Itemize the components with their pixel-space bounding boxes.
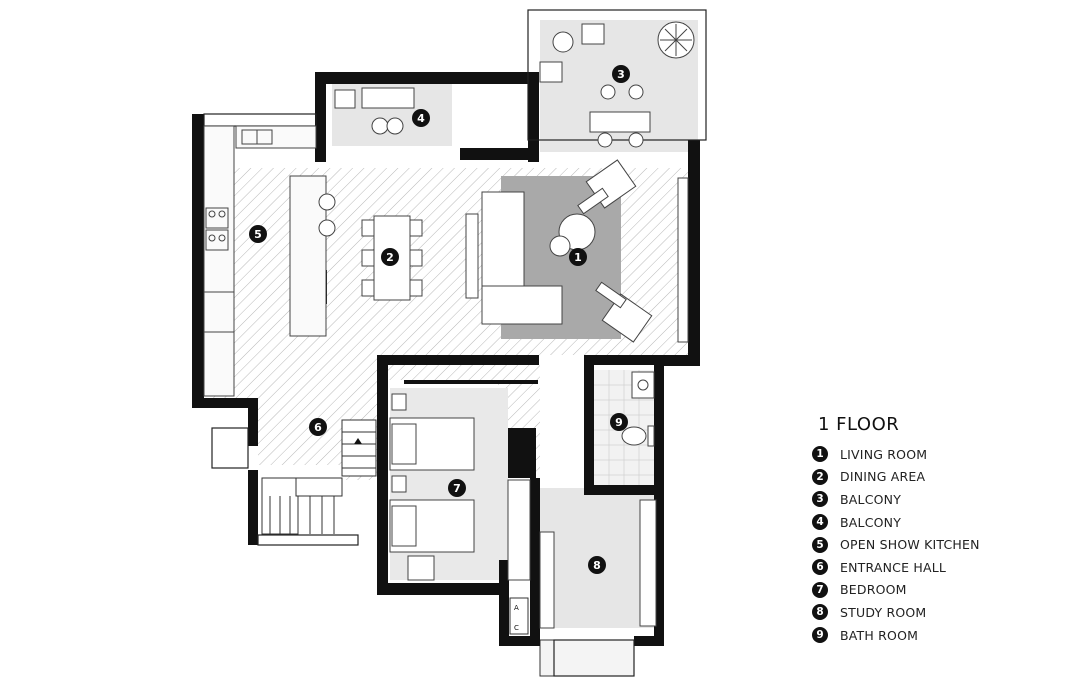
fixture-letter-a: A <box>514 604 519 612</box>
legend-item: 7 BEDROOM <box>812 579 1052 602</box>
legend-label: DINING AREA <box>840 469 926 485</box>
legend-label: ENTRANCE HALL <box>840 559 947 575</box>
svg-text:9: 9 <box>615 416 623 429</box>
toilet-icon <box>621 425 655 447</box>
svg-text:3: 3 <box>617 68 625 81</box>
room-marker-8: 8 <box>588 556 606 574</box>
study-furniture <box>539 499 657 629</box>
room-marker-3: 3 <box>612 65 630 83</box>
svg-text:5: 5 <box>254 228 262 241</box>
balcony-3-furniture <box>539 23 651 148</box>
svg-text:1: 1 <box>574 251 582 264</box>
legend-item: 6 ENTRANCE HALL <box>812 556 1052 579</box>
svg-text:2: 2 <box>386 251 394 264</box>
legend-number-badge: 1 <box>812 446 828 463</box>
walls <box>192 72 700 646</box>
legend-number-badge: 9 <box>812 627 828 644</box>
washbasin-icon <box>631 371 655 399</box>
coffee-table <box>549 213 596 257</box>
sink-icon <box>241 129 273 145</box>
room-marker-6: 6 <box>309 418 327 436</box>
svg-text:7: 7 <box>453 482 461 495</box>
legend-number-badge: 2 <box>812 468 828 485</box>
legend-label: BEDROOM <box>840 582 907 598</box>
appliance-closet <box>509 597 529 635</box>
svg-text:6: 6 <box>314 421 322 434</box>
outline-walls <box>203 9 707 677</box>
room-marker-4: 4 <box>412 109 430 127</box>
legend-label: BALCONY <box>840 491 902 507</box>
svg-text:4: 4 <box>417 112 425 125</box>
legend-label: BATH ROOM <box>840 627 919 643</box>
legend-item: 3 BALCONY <box>812 488 1052 511</box>
legend-title: 1 FLOOR <box>818 414 900 435</box>
staircase <box>261 419 377 535</box>
room-marker-5: 5 <box>249 225 267 243</box>
legend-label: BALCONY <box>840 514 902 530</box>
svg-text:8: 8 <box>593 559 601 572</box>
legend-label: STUDY ROOM <box>840 604 927 620</box>
bedroom-beds <box>389 393 531 581</box>
stove-icon <box>208 210 226 242</box>
legend-label: LIVING ROOM <box>840 446 928 462</box>
fixture-letter-c: C <box>514 624 519 632</box>
room-marker-9: 9 <box>610 413 628 431</box>
legend-item: 4 BALCONY <box>812 511 1052 534</box>
stair-arrow-icon <box>354 438 362 444</box>
window-sill <box>677 177 689 343</box>
legend-number-badge: 8 <box>812 604 828 621</box>
room-marker-2: 2 <box>381 248 399 266</box>
bar-stool-icons <box>318 193 336 237</box>
room-marker-1: 1 <box>569 248 587 266</box>
armchairs <box>577 159 653 343</box>
legend-number-badge: 4 <box>812 514 828 531</box>
legend-number-badge: 5 <box>812 536 828 553</box>
legend-item: 9 BATH ROOM <box>812 624 1052 647</box>
living-sofa <box>465 191 563 325</box>
balcony-4-furniture <box>334 87 415 135</box>
legend-item: 8 STUDY ROOM <box>812 601 1052 624</box>
legend-label: OPEN SHOW KITCHEN <box>840 537 980 553</box>
legend-number-badge: 7 <box>812 581 828 598</box>
legend-number-badge: 6 <box>812 559 828 576</box>
legend-number-badge: 3 <box>812 491 828 508</box>
legend-item: 2 DINING AREA <box>812 466 1052 489</box>
plant-icon <box>657 21 695 59</box>
legend-item: 1 LIVING ROOM <box>812 443 1052 466</box>
room-marker-7: 7 <box>448 479 466 497</box>
dining-table <box>361 215 423 301</box>
legend-item: 5 OPEN SHOW KITCHEN <box>812 533 1052 556</box>
room-legend: 1 FLOOR 1 LIVING ROOM 2 DINING AREA 3 BA… <box>812 414 1052 646</box>
